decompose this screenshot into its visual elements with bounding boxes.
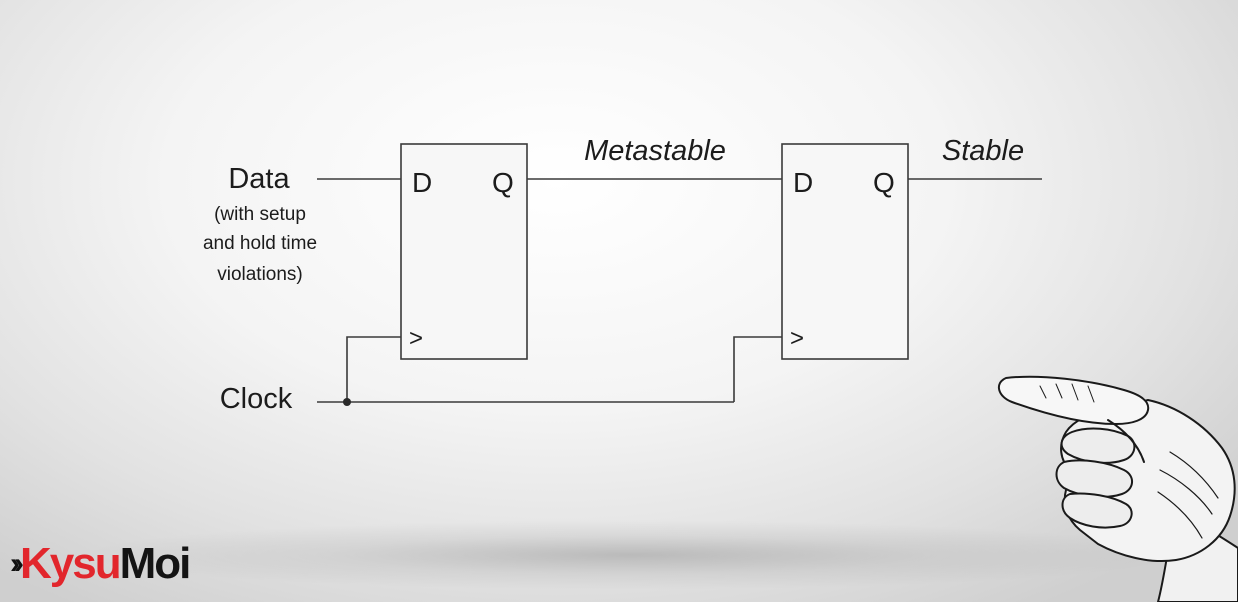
kysumoi-logo: ›› Kysu Moi: [10, 536, 192, 592]
logo-text-moi: Moi: [119, 539, 192, 588]
stable-signal-label: Stable: [942, 135, 1024, 167]
clock-junction-dot: [343, 398, 351, 406]
data-note-line-2: and hold time: [203, 233, 317, 254]
flipflop-2-d-label: D: [793, 167, 813, 198]
flipflop-2-box: [781, 143, 909, 360]
flipflop-1-q-label: Q: [492, 167, 514, 198]
flipflop-1-d-label: D: [412, 167, 432, 198]
flipflop-2-clock-label: >: [790, 325, 804, 352]
flipflop-1-clock-label: >: [409, 325, 423, 352]
data-note-line-1: (with setup: [214, 204, 306, 225]
flipflop-1-box: [400, 143, 528, 360]
logo-text-kysu: Kysu: [19, 539, 122, 588]
clock-branch-1: [346, 336, 401, 402]
clock-branch-2: [733, 336, 782, 402]
double-chevron-icon: ››: [10, 547, 24, 580]
flipflop-2-q-label: Q: [873, 167, 895, 198]
floor-shadow: [80, 520, 1180, 590]
data-input-label: Data: [228, 163, 290, 195]
metastable-signal-label: Metastable: [584, 135, 726, 167]
pointing-hand-icon: [997, 375, 1238, 602]
clock-input-label: Clock: [220, 383, 293, 415]
data-note-line-3: violations): [217, 264, 303, 285]
